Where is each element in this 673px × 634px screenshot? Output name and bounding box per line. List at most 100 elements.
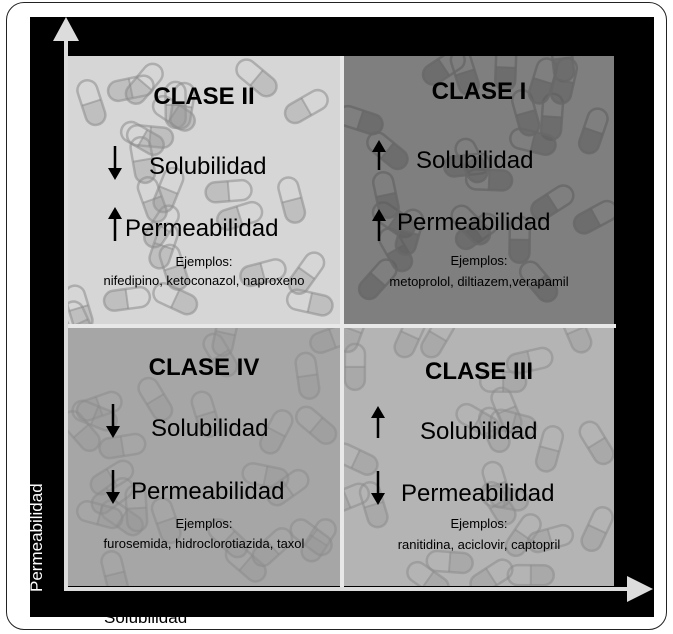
examples-label: Ejemplos: [450, 253, 508, 268]
capsule-icon [393, 328, 427, 359]
capsule-icon [534, 425, 565, 473]
capsule-icon [294, 351, 321, 400]
capsule-icon [406, 560, 450, 586]
arrow-down-icon [106, 470, 120, 504]
capsule-icon [366, 131, 409, 171]
examples-label: Ejemplos: [175, 254, 233, 269]
capsule-icon [450, 204, 492, 246]
capsule-icon [190, 390, 221, 438]
capsule-icon [344, 442, 379, 476]
capsule-icon [454, 137, 489, 184]
capsule-icon [124, 62, 164, 105]
capsule-icon [559, 328, 593, 354]
capsule-icon [425, 549, 474, 575]
capsule-icon [506, 563, 556, 586]
examples-list: nifedipino, ketoconazol, naproxeno [103, 273, 305, 288]
examples-label: Ejemplos: [175, 516, 233, 531]
capsule-pattern [344, 328, 614, 586]
capsule-icon [530, 184, 575, 221]
capsule-icon [239, 258, 287, 288]
quadrant-clase-ii: CLASE II Solubilidad Permeabilidad Ejemp… [68, 56, 340, 324]
capsule-icon [464, 168, 514, 192]
capsule-icon [295, 405, 338, 445]
capsule-icon [71, 399, 118, 432]
capsule-icon [119, 120, 165, 157]
capsule-icon [75, 500, 124, 530]
capsule-icon [148, 222, 180, 270]
capsule-icon [204, 178, 253, 204]
capsule-icon [235, 58, 278, 98]
examples-label: Ejemplos: [450, 516, 508, 531]
capsule-icon [211, 328, 240, 358]
capsule-icon [518, 260, 559, 303]
y-axis-label: Permeabilidad [27, 483, 46, 592]
permeabilidad-label: Permeabilidad [125, 215, 279, 242]
capsule-icon [124, 483, 149, 533]
capsule-icon [344, 104, 384, 136]
capsule-icon [309, 328, 340, 355]
permeabilidad-label: Permeabilidad [131, 478, 285, 505]
x-axis-label: Solubilidad [104, 608, 188, 627]
arrow-up-icon [372, 140, 386, 170]
quadrant-clase-i: CLASE I Solubilidad Permeabilidad Ejempl… [344, 56, 614, 324]
capsule-icon [151, 94, 196, 132]
solubilidad-label: Solubilidad [420, 418, 538, 445]
capsule-icon [76, 78, 107, 127]
capsule-icon [549, 56, 579, 105]
arrow-up-icon [108, 207, 122, 241]
capsule-icon [572, 199, 614, 235]
examples-list: ranitidina, aciclovir, captopril [397, 537, 561, 552]
capsule-icon [372, 170, 400, 219]
capsule-icon [136, 176, 168, 224]
capsule-icon [68, 300, 96, 324]
examples-list: metoprolol, diltiazem,verapamil [389, 274, 569, 289]
capsule-icon [505, 346, 554, 376]
capsule-pattern [344, 56, 614, 303]
capsule-icon [285, 288, 334, 317]
capsule-icon [98, 432, 147, 460]
quadrant-title: CLASE II [153, 83, 255, 110]
capsule-icon [358, 480, 389, 529]
capsule-icon [469, 558, 514, 586]
quadrant-clase-iv: CLASE IV Solubilidad Permeabilidad Ejemp… [68, 328, 340, 586]
capsule-icon [289, 518, 333, 557]
arrow-down-icon [108, 146, 122, 180]
capsule-icon [527, 57, 558, 105]
capsule-icon [137, 376, 174, 422]
capsule-icon [478, 370, 528, 394]
capsule-icon [421, 56, 466, 86]
quadrant-clase-iii: CLASE III Solubilidad Permeabilidad Ejem… [344, 328, 614, 586]
quadrant-title: CLASE III [424, 358, 533, 385]
permeabilidad-label: Permeabilidad [397, 209, 551, 236]
quadrant-title: CLASE I [431, 78, 527, 105]
arrow-up-icon [372, 209, 386, 241]
capsule-icon [241, 462, 290, 490]
arrow-down-icon [371, 471, 385, 505]
capsule-icon [481, 460, 512, 509]
arrow-down-icon [106, 404, 120, 438]
capsule-pattern [68, 328, 340, 586]
capsule-icon [344, 482, 371, 515]
capsule-icon [449, 56, 480, 97]
solubilidad-label: Solubilidad [149, 153, 267, 180]
capsule-icon [509, 127, 557, 156]
capsule-icon [489, 408, 538, 438]
capsule-icon [420, 328, 456, 359]
capsule-icon [493, 56, 518, 92]
capsule-icon [251, 527, 294, 568]
capsule-icon [89, 459, 135, 496]
capsule-icon [344, 342, 367, 392]
capsule-icon [580, 506, 614, 553]
capsule-icon [277, 176, 307, 224]
capsule-icon [265, 468, 310, 507]
capsule-icon [215, 200, 264, 232]
examples-list: furosemida, hidroclorotiazida, taxol [103, 536, 305, 551]
quadrant-title: CLASE IV [148, 354, 260, 381]
capsule-pattern [68, 58, 334, 324]
capsule-icon [287, 251, 326, 296]
capsule-icon [578, 420, 614, 466]
capsule-icon [102, 285, 152, 312]
capsule-icon [68, 284, 94, 324]
capsule-icon [158, 243, 190, 291]
capsule-icon [100, 550, 129, 586]
